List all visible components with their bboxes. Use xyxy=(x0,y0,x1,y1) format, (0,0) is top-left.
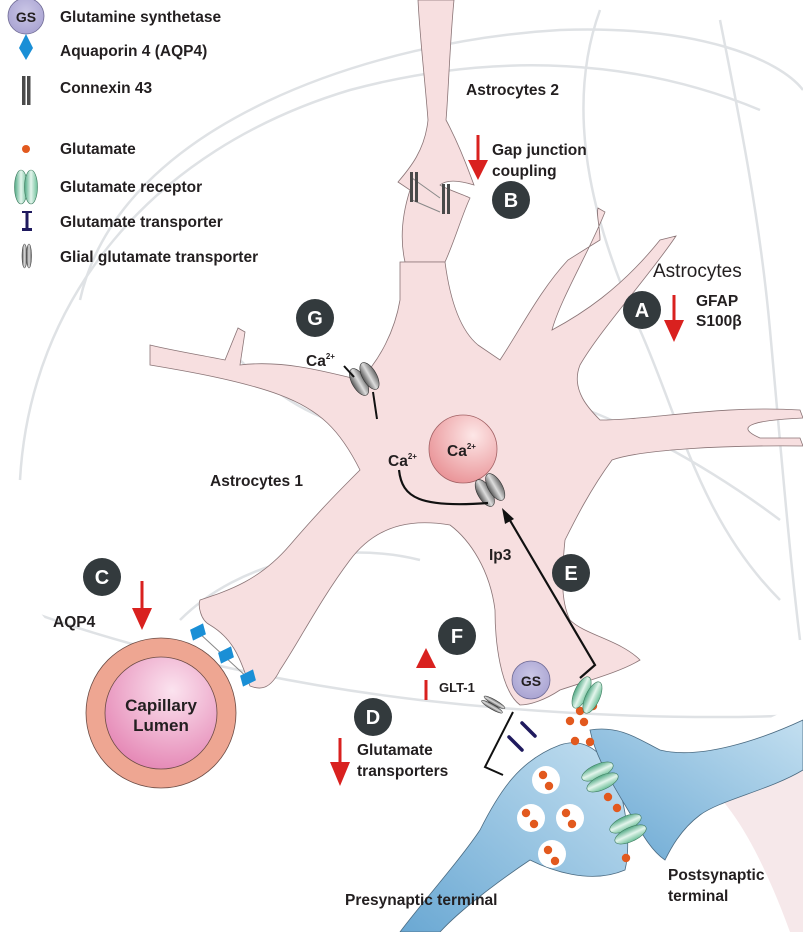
gs-label: GS xyxy=(521,673,541,689)
gap-junction-label-2: coupling xyxy=(492,163,557,180)
glutamate-dot xyxy=(565,716,575,726)
legend-item-glutamate-receptor: Glutamate receptor xyxy=(14,169,202,205)
glutamate-transporter-icon xyxy=(22,211,32,231)
glutamate-dot xyxy=(529,819,539,829)
badge-f: F xyxy=(438,617,476,655)
svg-text:Glial glutamate transporter: Glial glutamate transporter xyxy=(60,249,258,266)
calcium-channel-store xyxy=(474,473,506,507)
ca-label-store: Ca2+ xyxy=(447,442,476,460)
postsynaptic-label-2: terminal xyxy=(668,888,728,905)
glutamine-synthetase xyxy=(511,660,551,700)
svg-text:Aquaporin 4 (AQP4): Aquaporin 4 (AQP4) xyxy=(60,43,207,60)
postsynaptic-label-1: Postsynaptic xyxy=(668,867,765,884)
svg-text:Glutamate: Glutamate xyxy=(60,141,136,158)
glt1-label: GLT-1 xyxy=(439,680,475,695)
glutamate-dots xyxy=(521,701,631,866)
glutamate-dot xyxy=(603,792,613,802)
ip3-arrow-line xyxy=(507,516,597,679)
arrow-down-c xyxy=(132,581,152,630)
capillary-label-1: Capillary xyxy=(125,696,197,715)
arrow-up-f xyxy=(416,648,436,700)
glutamate-dot xyxy=(538,770,548,780)
astrocytes-label: Astrocytes xyxy=(653,261,742,282)
legend: GS Glutamine synthetase Aquaporin 4 (AQP… xyxy=(7,0,258,269)
ca-release-curve xyxy=(397,469,489,506)
svg-text:E: E xyxy=(564,563,577,585)
s100b-label: S100β xyxy=(696,313,742,330)
glutamate-dot xyxy=(579,717,589,727)
glutamate-transporters-label-2: transporters xyxy=(357,763,448,780)
arrow-down-d xyxy=(330,738,350,786)
glutamate-transporters xyxy=(507,721,537,752)
ca-label-cytosol: Ca2+ xyxy=(388,452,417,470)
arrow-down-b xyxy=(468,135,488,180)
ca-label-outside: Ca2+ xyxy=(306,352,335,370)
glial-glutamate-transporter xyxy=(481,695,506,714)
badge-d: D xyxy=(354,698,392,736)
gap-junctions xyxy=(410,172,450,214)
presynaptic-label: Presynaptic terminal xyxy=(345,892,497,909)
glutamate-dot xyxy=(550,856,560,866)
legend-item-aquaporin: Aquaporin 4 (AQP4) xyxy=(19,34,207,60)
glutamate-dot xyxy=(612,803,622,813)
svg-text:Connexin 43: Connexin 43 xyxy=(60,80,153,97)
legend-item-glial-glutamate-transporter: Glial glutamate transporter xyxy=(21,243,258,269)
capillary-lumen xyxy=(104,656,218,770)
ip3-label: Ip3 xyxy=(489,547,512,564)
svg-text:Glutamine synthetase: Glutamine synthetase xyxy=(60,9,221,26)
legend-item-glutamate-transporter: Glutamate transporter xyxy=(22,211,223,231)
svg-text:C: C xyxy=(95,567,109,589)
aqp4-label: AQP4 xyxy=(53,614,96,631)
glutamate-dot xyxy=(543,845,553,855)
legend-item-connexin: Connexin 43 xyxy=(22,76,153,105)
glutamate-dot xyxy=(561,808,571,818)
svg-text:GS: GS xyxy=(16,9,36,25)
badge-e: E xyxy=(552,554,590,592)
badge-a: A xyxy=(623,291,661,329)
astrocyte-2-cell xyxy=(397,0,475,263)
svg-text:A: A xyxy=(635,300,649,322)
connexin-bar-icon xyxy=(22,76,26,105)
background-pink-region xyxy=(700,760,803,932)
glutamate-transporters-label-1: Glutamate xyxy=(357,742,433,759)
calcium-store xyxy=(428,414,498,484)
badge-g: G xyxy=(296,299,334,337)
gap-junction-label-1: Gap junction xyxy=(492,142,587,159)
svg-text:Glutamate receptor: Glutamate receptor xyxy=(60,179,202,196)
ca-influx-line xyxy=(343,365,355,378)
svg-text:D: D xyxy=(366,707,380,729)
astrocytes-2-label: Astrocytes 2 xyxy=(466,82,559,99)
glutamate-dot xyxy=(544,781,554,791)
svg-text:Glutamate transporter: Glutamate transporter xyxy=(60,214,223,231)
aqp4-channels xyxy=(190,623,256,687)
gfap-label: GFAP xyxy=(696,293,738,310)
capillary-label-2: Lumen xyxy=(133,716,189,735)
svg-text:G: G xyxy=(307,308,323,330)
transporter-bracket xyxy=(483,711,514,776)
svg-text:F: F xyxy=(451,626,463,648)
ip3-arrowhead xyxy=(502,508,514,524)
glutamate-dot xyxy=(570,736,580,746)
badge-c: C xyxy=(83,558,121,596)
glutamate-dot xyxy=(575,706,585,716)
svg-text:B: B xyxy=(504,190,518,212)
glutamate-dot xyxy=(521,808,531,818)
ca-path-line xyxy=(372,391,378,420)
glutamate-dot xyxy=(585,737,595,747)
glutamate-dot-icon xyxy=(22,145,30,153)
legend-item-glutamate: Glutamate xyxy=(22,141,136,158)
glutamate-dot xyxy=(621,853,631,863)
glutamate-receptors xyxy=(571,676,647,845)
red-arrows xyxy=(132,135,684,786)
legend-item-glutamine-synthetase: GS Glutamine synthetase xyxy=(7,0,221,35)
glutamate-dot xyxy=(567,819,577,829)
arrow-down-a xyxy=(664,295,684,342)
aquaporin-diamond-icon xyxy=(19,34,33,60)
badge-b: B xyxy=(492,181,530,219)
calcium-channel-membrane xyxy=(349,362,380,396)
astrocytes-1-label: Astrocytes 1 xyxy=(210,473,303,490)
